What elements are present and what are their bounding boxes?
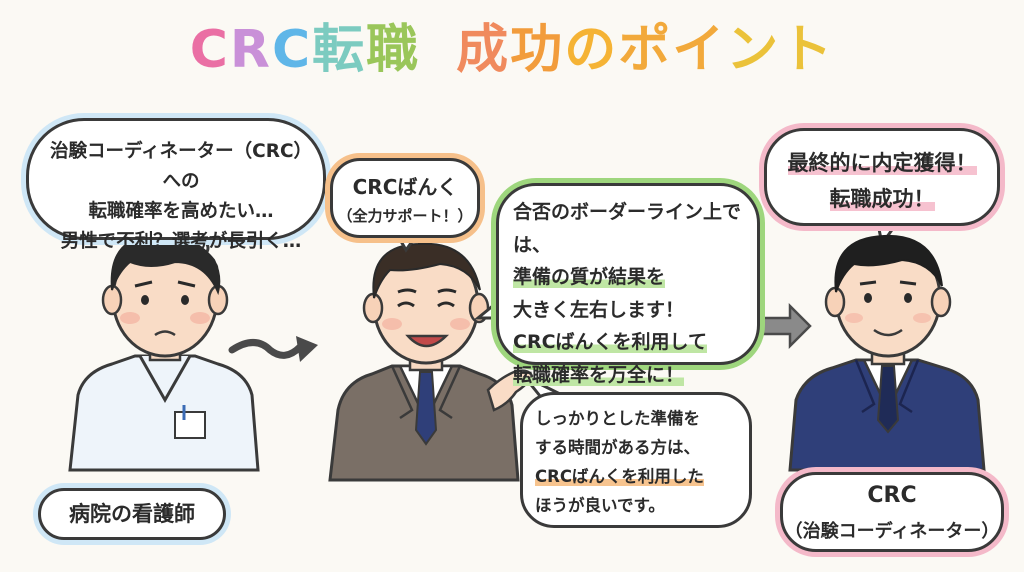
advice-line: 大きく左右します！ <box>513 298 685 321</box>
arrow-nurse-to-agent <box>228 336 318 362</box>
nurse-figure <box>68 234 260 472</box>
agent-speech-bubble: CRCばんく （全力サポート！） <box>330 158 480 238</box>
tip-line: CRCばんくを利用した <box>535 467 704 486</box>
title-char: 職 <box>366 20 421 80</box>
tip-speech-bubble: しっかりとした準備を する時間がある方は、 CRCばんくを利用した ほうが良いで… <box>520 392 752 528</box>
thought-line: 治験コーディネーター（CRC）への <box>49 141 313 192</box>
title-char: C <box>189 20 230 80</box>
crc-label: CRC （治験コーディネーター） <box>780 472 1004 552</box>
crc-figure <box>788 234 986 472</box>
advice-speech-bubble: 合否のボーダーライン上では、 準備の質が結果を 大きく左右します！ CRCばんく… <box>496 183 760 386</box>
advice-line: 転職確率を万全に！ <box>513 363 685 386</box>
nurse-thought-bubble: 治験コーディネーター（CRC）への 転職確率を高めたい… 男性で不利？選考が長引… <box>26 118 326 252</box>
advice-line: CRCばんくを利用して <box>513 331 707 353</box>
crc-label-title: CRC <box>867 483 917 508</box>
title-char: R <box>229 20 272 80</box>
title-char: C <box>271 20 313 80</box>
tip-line: ほうが良いです。 <box>535 496 665 515</box>
title-char: イ <box>672 20 727 80</box>
title-char: 功 <box>510 20 565 80</box>
agent-bubble-tail <box>396 235 418 253</box>
agent-tagline: （全力サポート！） <box>337 207 473 225</box>
nurse-label: 病院の看護師 <box>38 488 226 540</box>
thought-line: 男性で不利？選考が長引く… <box>60 231 302 252</box>
crc-label-subtitle: （治験コーディネーター） <box>784 521 1000 542</box>
title-char: 転 <box>312 20 367 80</box>
title-char: ポ <box>618 20 673 80</box>
tip-line: する時間がある方は、 <box>535 438 700 457</box>
advice-line: 準備の質が結果を <box>513 266 666 288</box>
success-line: 最終的に内定獲得！ <box>787 151 977 175</box>
title-char: 成 <box>456 20 511 80</box>
page-title: CRC転職成功のポイント <box>0 18 1024 82</box>
title-char: ト <box>780 20 835 80</box>
success-line: 転職成功！ <box>829 187 935 211</box>
arrow-agent-to-crc <box>758 302 812 350</box>
agent-figure <box>328 242 534 482</box>
success-speech-bubble: 最終的に内定獲得！ 転職成功！ <box>764 128 1000 226</box>
title-char: の <box>564 20 619 80</box>
title-char: ン <box>726 20 781 80</box>
advice-line: 合否のボーダーライン上では、 <box>513 201 742 256</box>
thought-line: 転職確率を高めたい… <box>88 201 274 222</box>
agent-name: CRCばんく <box>352 175 458 199</box>
tip-line: しっかりとした準備を <box>535 409 700 428</box>
